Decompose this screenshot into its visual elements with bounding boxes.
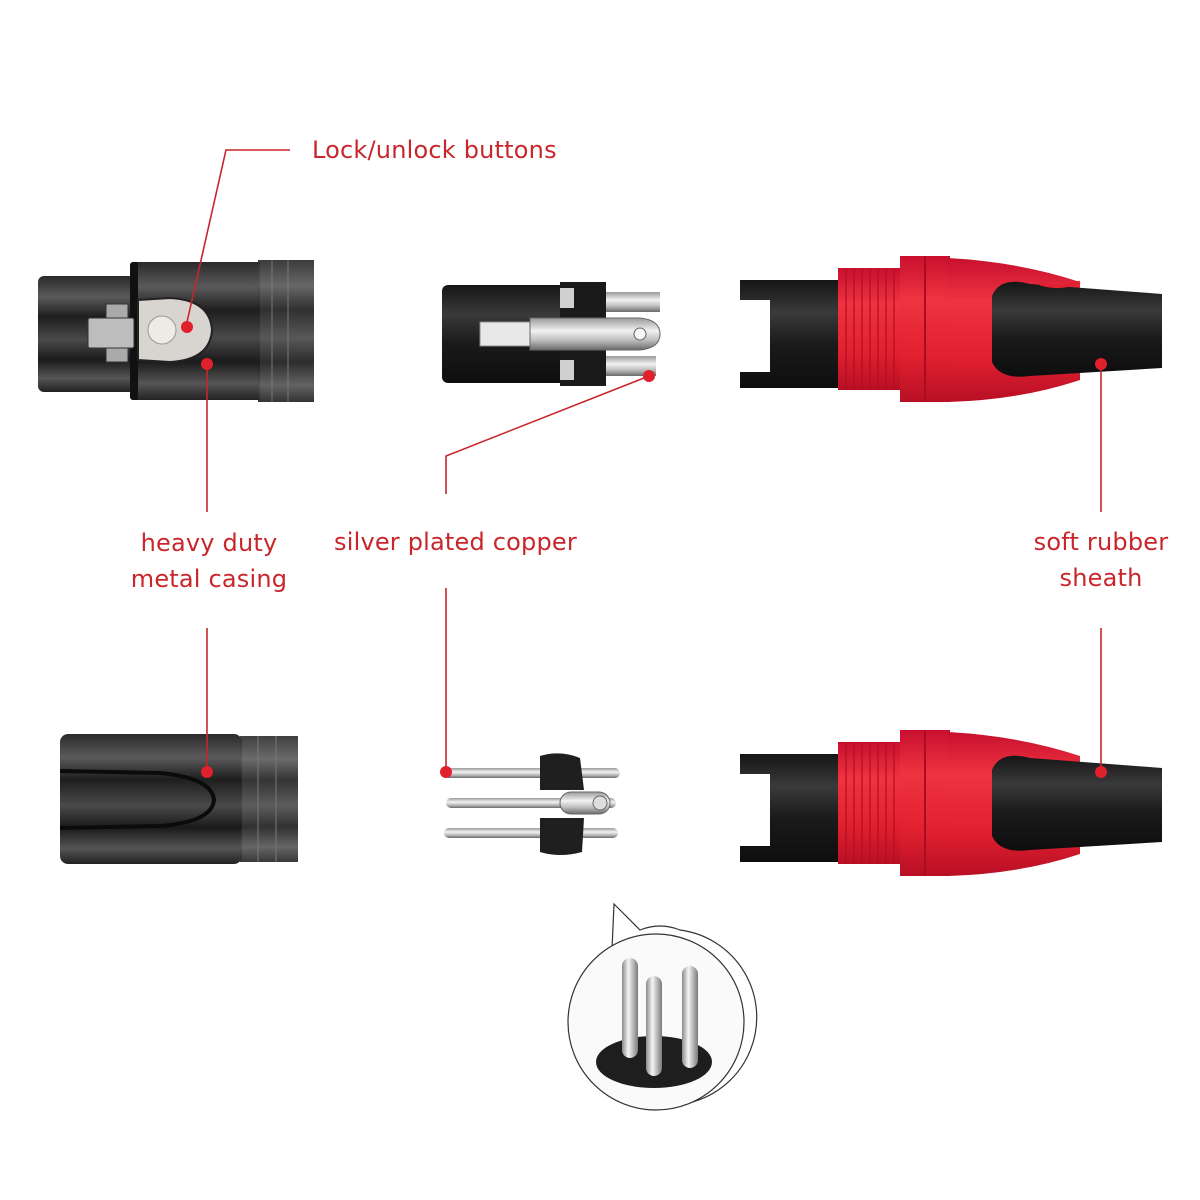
leader-lines [186,149,1102,772]
callout-lock-unlock-buttons: Lock/unlock buttons [312,136,557,164]
callout-dots [181,321,1107,778]
callout-casing-line-1: heavy duty [140,529,278,557]
callout-casing-line-2: metal casing [130,565,288,593]
male-pin-insert [444,753,620,855]
red-rubber-boot-top [740,256,1162,402]
callout-soft-rubber-sheath: soft rubber sheath [1022,524,1180,596]
red-rubber-boot-bottom [740,730,1162,876]
callout-sheath-line-1: soft rubber [1033,528,1169,556]
callout-sheath-line-2: sheath [1059,564,1143,592]
callout-silver-plated-copper: silver plated copper [334,528,577,556]
pin-detail-magnifier [567,902,758,1111]
leader-copper-top [445,375,650,494]
male-xlr-barrel [59,734,298,864]
leader-lock [186,149,290,323]
female-pin-insert [442,282,661,386]
female-xlr-body [38,260,314,402]
callout-heavy-duty-metal-casing: heavy duty metal casing [120,525,298,597]
